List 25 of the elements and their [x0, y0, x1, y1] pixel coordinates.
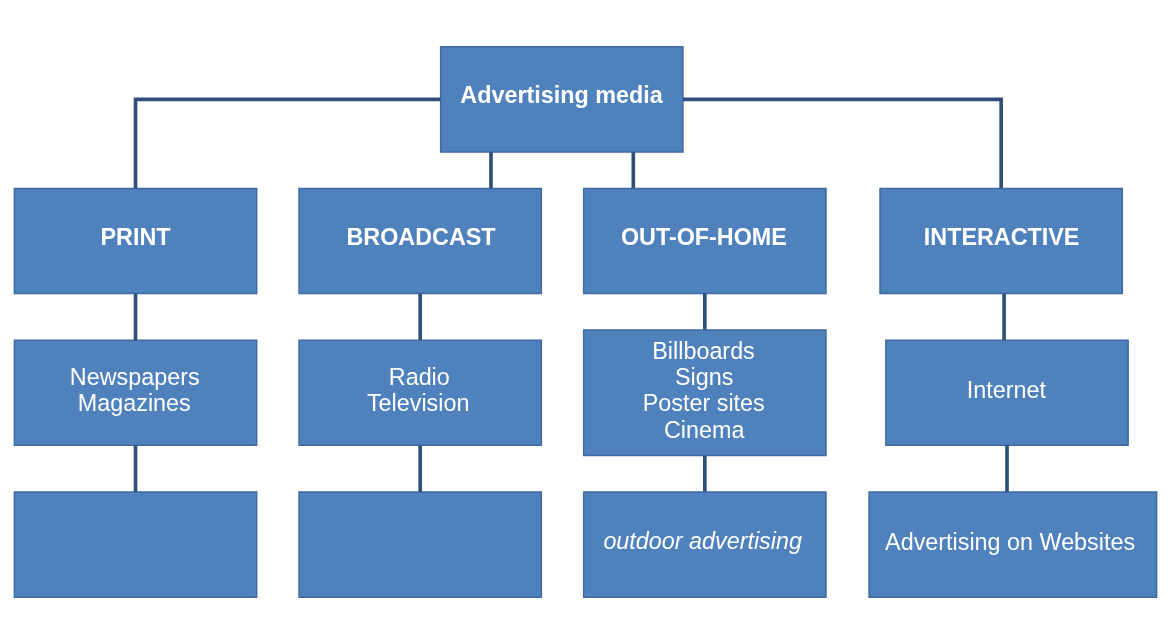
node-box: Internet	[885, 339, 1129, 447]
connector	[418, 293, 422, 341]
node-box: BROADCAST	[298, 187, 543, 295]
connector	[133, 445, 138, 493]
node-box: Advertising on Websites	[868, 491, 1158, 598]
connector	[133, 97, 441, 189]
connector	[133, 293, 138, 341]
connector	[703, 455, 707, 492]
connector	[1002, 293, 1006, 341]
node-box: OUT-OF-HOME	[582, 187, 827, 295]
connector	[683, 97, 1003, 189]
node-box: Advertising media	[439, 46, 684, 153]
node-box: outdoor advertising	[582, 491, 827, 598]
node-box	[298, 491, 543, 598]
node-box: Billboards Signs Poster sites Cinema	[582, 329, 827, 457]
connector	[418, 445, 422, 493]
connector	[631, 152, 636, 189]
connector	[703, 293, 707, 330]
node-box	[13, 491, 258, 598]
connector	[489, 152, 493, 189]
node-box: Newspapers Magazines	[13, 339, 258, 447]
node-box: Radio Television	[298, 339, 543, 447]
node-box: PRINT	[13, 187, 258, 295]
node-box: INTERACTIVE	[879, 187, 1124, 295]
connector	[1005, 445, 1009, 493]
